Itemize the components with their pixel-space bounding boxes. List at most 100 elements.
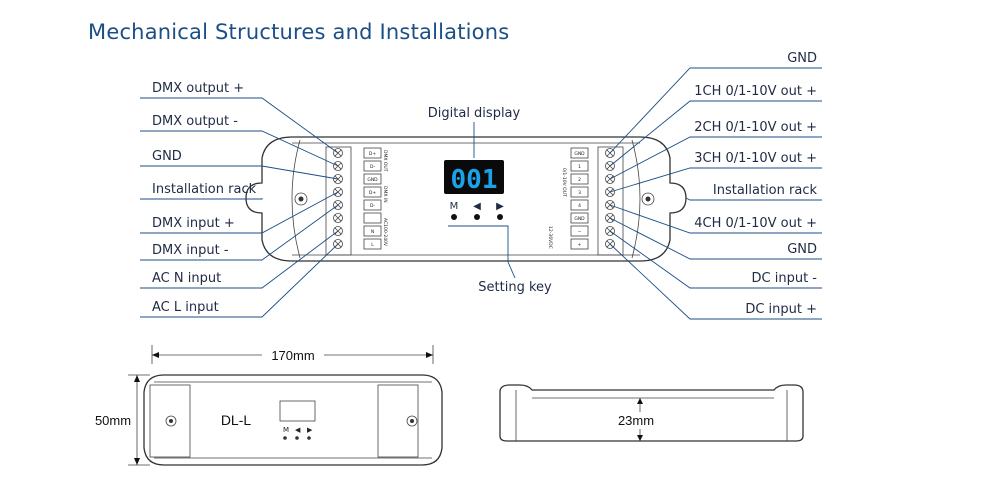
left-terminal-screw bbox=[333, 187, 343, 197]
left-terminal-screw bbox=[333, 161, 343, 171]
width-dimension-value: 170mm bbox=[271, 348, 314, 363]
left-terminal-tag bbox=[363, 173, 382, 185]
right-terminal-label: 4 bbox=[578, 203, 581, 209]
right-callout-label: DC input - bbox=[752, 271, 818, 286]
page-title: Mechanical Structures and Installations bbox=[88, 20, 510, 44]
right-callout-label: 4CH 0/1-10V out + bbox=[694, 216, 817, 231]
front-key-right-label: ▶ bbox=[307, 426, 313, 434]
left-terminal-tag bbox=[363, 212, 382, 224]
right-terminal-tag bbox=[570, 147, 589, 159]
left-terminal-block bbox=[325, 146, 352, 256]
left-callout-label: DMX input + bbox=[152, 216, 235, 231]
left-terminal-label: D+ bbox=[369, 190, 376, 196]
left-terminal-label: L bbox=[371, 242, 374, 248]
height-dimension-value: 50mm bbox=[95, 413, 131, 428]
key-right-label: ▶ bbox=[496, 201, 504, 212]
right-terminal-tag bbox=[570, 186, 589, 198]
left-callout-leader bbox=[140, 191, 339, 234]
right-terminal-screw bbox=[605, 239, 615, 249]
left-callout-label: DMX output - bbox=[152, 114, 238, 129]
right-callout-leader bbox=[609, 100, 822, 167]
right-callout-label: GND bbox=[787, 51, 817, 66]
dmx-out-side-label: DMX OUT bbox=[382, 150, 388, 172]
right-terminal-label: 3 bbox=[578, 190, 581, 196]
left-callout-leader bbox=[140, 204, 339, 261]
mount-screw-left bbox=[298, 196, 304, 202]
right-callout-label: DC input + bbox=[745, 302, 817, 317]
left-callout-label: AC L input bbox=[152, 300, 219, 315]
right-terminal-tag bbox=[570, 238, 589, 250]
key-m-button[interactable] bbox=[451, 214, 457, 220]
right-terminal-label: GND bbox=[574, 151, 585, 157]
right-terminal-tag bbox=[570, 225, 589, 237]
right-terminal-tag bbox=[570, 173, 589, 185]
right-terminal-screw bbox=[605, 226, 615, 236]
mount-screw-right bbox=[645, 196, 651, 202]
left-terminal-tag bbox=[363, 199, 382, 211]
left-terminal-tag bbox=[363, 186, 382, 198]
left-callout-leader bbox=[140, 165, 339, 180]
display-value: 001 bbox=[451, 165, 498, 195]
left-terminal-tag bbox=[363, 238, 382, 250]
setting-key-label: Setting key bbox=[478, 280, 552, 295]
front-display-window bbox=[279, 400, 316, 422]
right-terminal-label: GND bbox=[574, 216, 585, 222]
left-terminal-screw bbox=[333, 200, 343, 210]
dmx-in-side-label: DMX IN bbox=[382, 186, 388, 203]
left-callout-label: DMX output + bbox=[152, 81, 244, 96]
key-left-label: ◀ bbox=[473, 201, 481, 212]
left-terminal-label: D- bbox=[370, 164, 375, 170]
right-terminal-label: − bbox=[578, 230, 582, 235]
left-terminal-label: D- bbox=[370, 203, 375, 209]
mount-hole-right bbox=[641, 192, 655, 206]
left-callout-label: Installation rack bbox=[152, 182, 257, 197]
left-terminal-tag bbox=[363, 225, 382, 237]
left-terminal-tag bbox=[363, 160, 382, 172]
right-callout-leader bbox=[609, 67, 822, 154]
depth-dimension-value: 23mm bbox=[618, 413, 654, 428]
right-terminal-label: + bbox=[578, 242, 582, 248]
front-view: 170mm 50mm DL-L M ◀ ▶ bbox=[92, 345, 443, 466]
left-callout-leader bbox=[140, 230, 339, 289]
ac-input-side-label: AC100-240V bbox=[382, 218, 388, 247]
left-terminal-label: N bbox=[371, 229, 374, 235]
right-callout-label: 2CH 0/1-10V out + bbox=[694, 120, 817, 135]
left-callout-leader bbox=[140, 243, 339, 318]
right-terminal-tag bbox=[570, 212, 589, 224]
right-terminal-screw bbox=[605, 200, 615, 210]
left-terminal-screw bbox=[333, 148, 343, 158]
left-callout-leader bbox=[140, 198, 263, 200]
right-callout-leader bbox=[609, 204, 822, 234]
right-terminal-label: 2 bbox=[578, 177, 581, 183]
right-terminal-tag bbox=[570, 199, 589, 211]
right-callout-leader bbox=[609, 136, 822, 180]
front-key-left-label: ◀ bbox=[295, 426, 301, 434]
right-callout-leader bbox=[609, 230, 822, 289]
left-callout-label: DMX input - bbox=[152, 243, 229, 258]
analog-out-side-label: 0/1-10V OUT bbox=[561, 168, 567, 197]
key-m-label: M bbox=[450, 201, 459, 212]
digital-display-label: Digital display bbox=[428, 106, 521, 121]
left-callout-leader bbox=[140, 97, 339, 154]
device-outline bbox=[245, 136, 687, 262]
right-terminal-screw bbox=[605, 161, 615, 171]
left-terminal-tag bbox=[363, 147, 382, 159]
right-callout-label: Installation rack bbox=[713, 183, 818, 198]
left-terminal-screw bbox=[333, 226, 343, 236]
left-callout-leader bbox=[140, 130, 339, 167]
key-right-button[interactable] bbox=[497, 214, 503, 220]
side-view: 23mm bbox=[499, 384, 804, 442]
setting-key-leader bbox=[448, 225, 516, 279]
right-terminal-screw bbox=[605, 187, 615, 197]
key-left-button[interactable] bbox=[474, 214, 480, 220]
right-callout-label: GND bbox=[787, 242, 817, 257]
dc-input-side-label: 12-36VDC bbox=[547, 226, 553, 249]
left-terminal-screw bbox=[333, 213, 343, 223]
right-callout-label: 3CH 0/1-10V out + bbox=[694, 151, 817, 166]
right-callout-leader bbox=[609, 243, 822, 320]
right-callout-leader bbox=[685, 197, 822, 201]
digital-display bbox=[444, 160, 504, 194]
left-terminal-label: GND bbox=[367, 177, 378, 183]
